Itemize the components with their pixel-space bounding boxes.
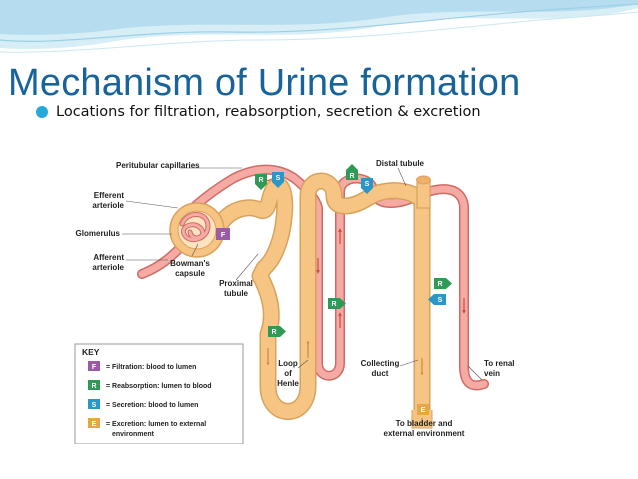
svg-text:E: E	[92, 421, 97, 428]
reabsorption-badge-letter: R	[271, 329, 276, 336]
bowmans-label: Bowman's	[170, 259, 210, 268]
efferent-label-2: arteriole	[92, 201, 124, 210]
key-excretion-text-2: environment	[112, 431, 155, 438]
filtration-badge-letter: F	[221, 232, 226, 239]
reabsorption-badge-letter: R	[349, 173, 354, 180]
secretion-badge: S	[272, 172, 284, 188]
reabsorption-badge-letter: R	[331, 301, 336, 308]
glomerulus	[169, 202, 225, 258]
loop-label-2: of	[284, 369, 292, 378]
bladder-label-2: external environment	[384, 429, 465, 438]
peritubular-capillary	[137, 164, 489, 391]
nephron-tubule	[208, 172, 433, 429]
secretion-badge: S	[428, 294, 446, 305]
collecting-label: Collecting	[361, 359, 400, 368]
reabsorption-badge: R	[268, 326, 286, 337]
distal-tubule-label: Distal tubule	[376, 159, 425, 168]
nephron-diagram: Peritubular capillaries Distal tubule Ef…	[74, 159, 515, 444]
loop-label: Loop	[278, 359, 298, 368]
bowmans-label-2: capsule	[175, 269, 205, 278]
excretion-badge: E	[417, 404, 429, 415]
loop-label-3: Henle	[277, 379, 299, 388]
key-reabsorption-swatch: R	[88, 380, 100, 390]
bullet-text: Locations for filtration, reabsorption, …	[56, 104, 481, 120]
efferent-label: Efferent	[94, 191, 125, 200]
secretion-badge-letter: S	[438, 297, 443, 304]
slide-title: Mechanism of Urine formation	[8, 62, 521, 104]
renal-vein-label-2: vein	[484, 369, 500, 378]
header-waves	[0, 0, 638, 53]
key-excretion-swatch: E	[88, 418, 100, 428]
renal-vein-label: To renal	[484, 359, 515, 368]
key-title: KEY	[82, 347, 100, 357]
key-filtration-text: = Filtration: blood to lumen	[106, 364, 196, 371]
reabsorption-badge-letter: R	[437, 281, 442, 288]
key-filtration-swatch: F	[88, 361, 100, 371]
afferent-label: Afferent	[93, 253, 124, 262]
proximal-label: Proximal	[219, 279, 253, 288]
reabsorption-badge-letter: R	[258, 177, 263, 184]
leader-lines	[122, 167, 483, 426]
key-reabsorption-text: = Reabsorption: lumen to blood	[106, 383, 212, 390]
reabsorption-badge: R	[255, 174, 267, 190]
key-legend: KEY F = Filtration: blood to lumen R = R…	[74, 343, 244, 444]
svg-text:F: F	[92, 364, 97, 371]
key-secretion-swatch: S	[88, 399, 100, 409]
collecting-label-2: duct	[372, 369, 389, 378]
proximal-label-2: tubule	[224, 289, 249, 298]
bullet-icon	[36, 106, 48, 118]
reabsorption-badge: R	[434, 278, 452, 289]
reabsorption-badge: R	[328, 298, 346, 309]
afferent-label-2: arteriole	[92, 263, 124, 272]
secretion-badge: S	[361, 178, 373, 194]
key-excretion-text: = Excretion: lumen to external	[106, 421, 206, 428]
reabsorption-badge: R	[346, 164, 358, 180]
peritubular-label: Peritubular capillaries	[116, 161, 200, 170]
filtration-badge: F	[216, 228, 230, 240]
bladder-label: To bladder and	[396, 419, 453, 428]
svg-text:R: R	[91, 383, 96, 390]
secretion-badge-letter: S	[365, 181, 370, 188]
key-secretion-text: = Secretion: blood to lumen	[106, 402, 198, 409]
bullet-point: Locations for filtration, reabsorption, …	[36, 104, 481, 120]
glomerulus-label: Glomerulus	[76, 229, 121, 238]
excretion-badge-letter: E	[421, 407, 426, 414]
secretion-badge-letter: S	[276, 175, 281, 182]
svg-text:S: S	[92, 402, 97, 409]
